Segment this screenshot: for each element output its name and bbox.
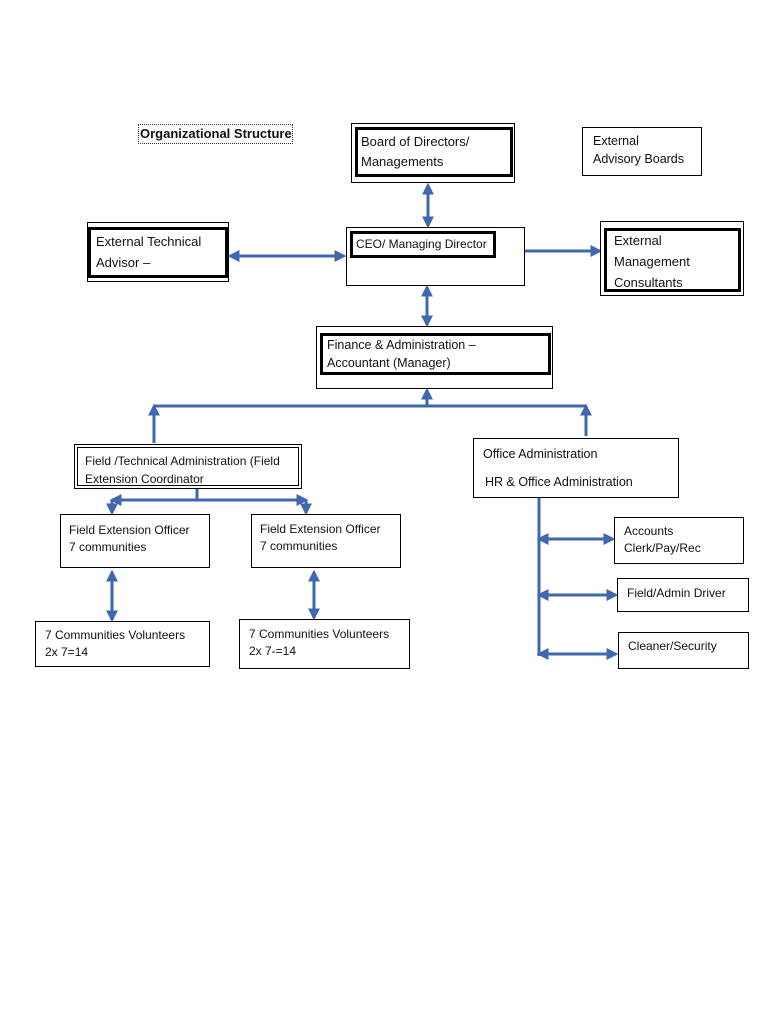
field-officer-1-label: Field Extension Officer 7 communities: [69, 523, 190, 555]
office-admin-box: Office Administration HR & Office Admini…: [473, 438, 679, 498]
finance-label: Finance & Administration – Accountant (M…: [327, 338, 476, 371]
office-admin-label-1: Office Administration: [483, 447, 598, 461]
ceo-label: CEO/ Managing Director: [356, 237, 487, 251]
field-admin-label: Field /Technical Administration (Field E…: [85, 454, 280, 486]
chart-title: Organizational Structure: [138, 124, 293, 144]
field-officer-2-label: Field Extension Officer 7 communities: [260, 522, 381, 554]
field-officer-2-box: Field Extension Officer 7 communities: [251, 514, 401, 568]
cleaner-label: Cleaner/Security: [628, 639, 717, 653]
accounts-box: Accounts Clerk/Pay/Rec: [614, 517, 744, 564]
ceo-box: CEO/ Managing Director: [346, 227, 525, 286]
external-mgmt-box: External Management Consultants: [600, 221, 744, 296]
external-technical-box: External Technical Advisor –: [87, 222, 229, 282]
office-admin-label-2: HR & Office Administration: [485, 475, 633, 489]
volunteers-1-label: 7 Communities Volunteers 2x 7=14: [45, 628, 186, 660]
external-advisory-label: External Advisory Boards: [593, 134, 685, 166]
field-admin-box: Field /Technical Administration (Field E…: [74, 444, 302, 489]
cleaner-box: Cleaner/Security: [618, 632, 749, 669]
external-mgmt-label: External Management Consultants: [614, 233, 690, 290]
external-advisory-box: External Advisory Boards: [582, 127, 702, 176]
volunteers-1-box: 7 Communities Volunteers 2x 7=14: [35, 621, 210, 667]
driver-label: Field/Admin Driver: [627, 586, 726, 600]
board-box: Board of Directors/ Managements: [351, 123, 515, 183]
driver-box: Field/Admin Driver: [617, 578, 749, 612]
accounts-label: Accounts Clerk/Pay/Rec: [624, 524, 701, 556]
volunteers-2-label: 7 Communities Volunteers 2x 7-=14: [249, 627, 390, 659]
field-officer-1-box: Field Extension Officer 7 communities: [60, 514, 210, 568]
external-technical-label: External Technical Advisor –: [96, 234, 202, 270]
finance-box: Finance & Administration – Accountant (M…: [316, 326, 553, 389]
board-label: Board of Directors/ Managements: [361, 134, 470, 170]
volunteers-2-box: 7 Communities Volunteers 2x 7-=14: [239, 619, 410, 669]
